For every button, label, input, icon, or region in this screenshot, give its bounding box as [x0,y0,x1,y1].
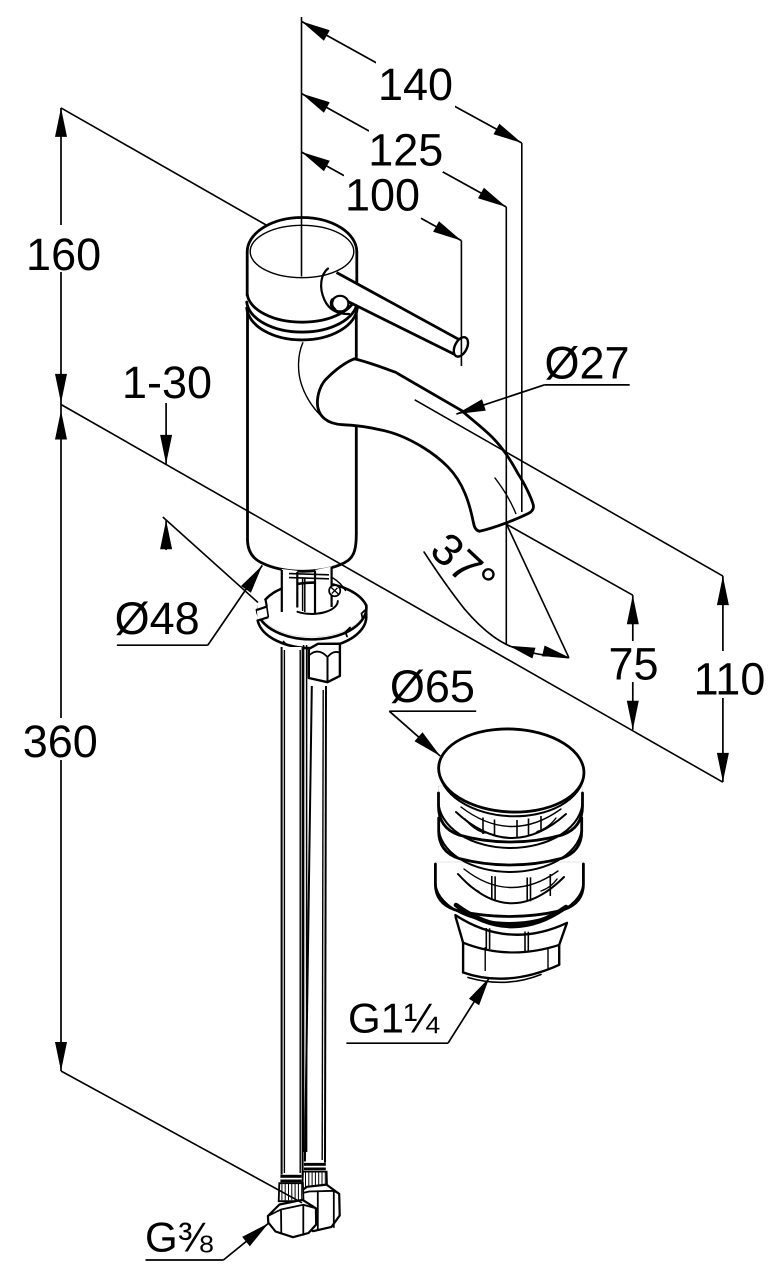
svg-text:1-30: 1-30 [122,357,212,408]
svg-text:125: 125 [368,125,443,176]
svg-text:110: 110 [694,654,766,705]
svg-text:Ø27: Ø27 [544,338,629,389]
svg-text:G⅜: G⅜ [145,1214,214,1261]
svg-text:100: 100 [345,169,420,220]
svg-text:G1¼: G1¼ [348,995,440,1042]
svg-text:360: 360 [23,716,98,767]
svg-text:Ø65: Ø65 [390,661,475,712]
svg-text:140: 140 [378,59,453,110]
svg-text:160: 160 [26,229,101,280]
svg-text:Ø48: Ø48 [115,593,200,644]
svg-text:75: 75 [608,639,658,690]
